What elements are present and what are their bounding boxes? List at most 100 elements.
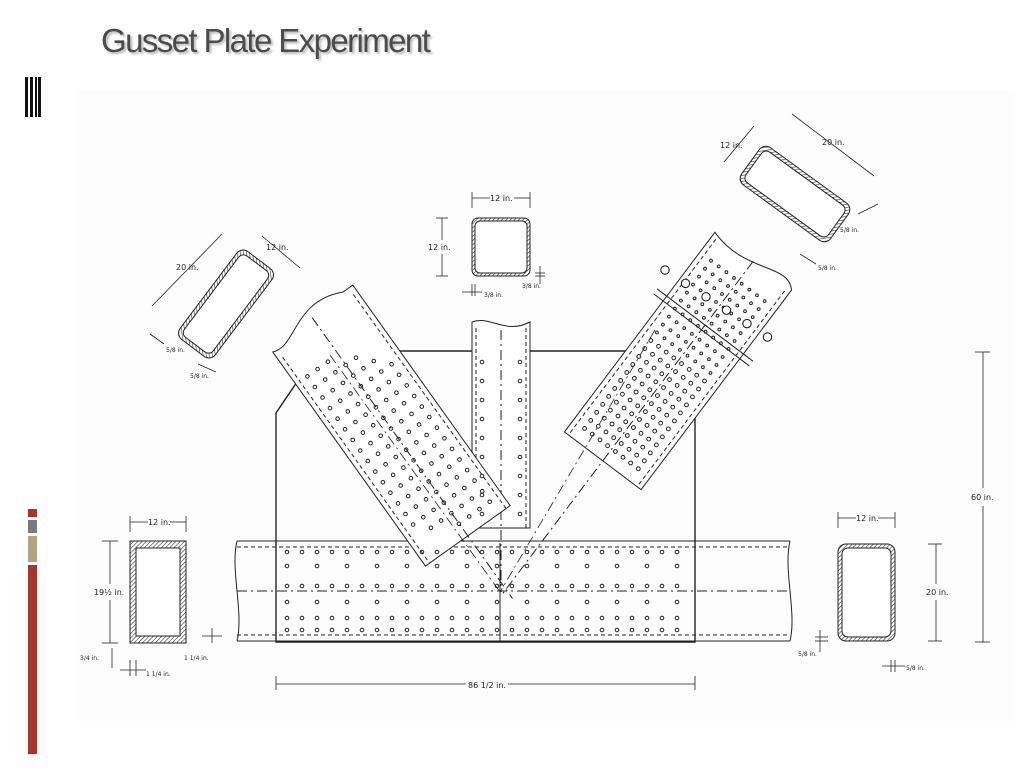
bolt-hole bbox=[674, 549, 680, 555]
bolt-hole bbox=[684, 340, 688, 344]
bolt-hole bbox=[603, 429, 609, 435]
bolt-hole bbox=[714, 300, 718, 304]
bolt-hole bbox=[645, 373, 651, 379]
bolt-hole bbox=[692, 296, 697, 301]
bolt-hole bbox=[621, 405, 627, 411]
splice-bolts bbox=[660, 265, 773, 342]
bolt-hole bbox=[353, 355, 359, 361]
bolt-hole bbox=[599, 627, 605, 633]
bolt-hole bbox=[662, 336, 667, 341]
bolt-hole bbox=[405, 493, 411, 499]
bolt-hole bbox=[699, 351, 704, 356]
bolt-hole bbox=[329, 583, 335, 589]
bolt-hole bbox=[479, 627, 485, 633]
top-center-wall-label: 3/8 in. bbox=[484, 292, 503, 299]
bolt-hole bbox=[697, 337, 702, 342]
bolt-hole bbox=[413, 504, 419, 509]
bolt-hole bbox=[454, 475, 460, 480]
bottom-right-wall-a-label: 5/8 in. bbox=[798, 651, 817, 658]
bolt-hole bbox=[747, 287, 752, 292]
bolt-hole bbox=[409, 411, 414, 417]
bolt-hole bbox=[517, 492, 523, 498]
bolt-hole bbox=[657, 357, 663, 363]
bottom-left-flange-c-label: 1 1/4 in. bbox=[184, 655, 209, 662]
bolt-hole bbox=[608, 407, 613, 413]
bolt-hole bbox=[632, 438, 638, 444]
bolt-hole bbox=[620, 454, 626, 460]
bolt-hole bbox=[670, 342, 675, 347]
bottom-right-width-label: 12 in. bbox=[856, 514, 879, 523]
bolt-hole bbox=[674, 320, 679, 325]
bolt-hole bbox=[690, 332, 694, 336]
bolt-hole bbox=[713, 349, 717, 354]
bolt-hole bbox=[419, 549, 425, 555]
bolt-hole bbox=[674, 627, 680, 633]
bolt-hole bbox=[314, 583, 320, 589]
bolt-hole bbox=[661, 385, 666, 391]
bolt-hole bbox=[388, 490, 393, 496]
bolt-hole bbox=[624, 433, 630, 438]
bolt-hole bbox=[665, 363, 671, 369]
bolt-hole bbox=[589, 431, 595, 437]
bolt-hole bbox=[449, 549, 455, 555]
bolt-hole bbox=[720, 355, 725, 359]
bolt-hole bbox=[680, 375, 686, 380]
bolt-hole bbox=[688, 380, 694, 386]
bolt-hole bbox=[439, 453, 445, 459]
section-top-right bbox=[739, 145, 851, 243]
bolt-hole bbox=[640, 444, 646, 450]
bolt-hole bbox=[644, 627, 650, 633]
bolt-hole bbox=[340, 380, 346, 386]
bolt-hole bbox=[299, 549, 305, 555]
bolt-hole bbox=[447, 464, 452, 470]
bolt-hole bbox=[597, 437, 603, 443]
bolt-hole bbox=[383, 397, 389, 403]
bolt-hole bbox=[727, 297, 732, 302]
bolt-hole bbox=[614, 563, 620, 569]
section-bottom-left bbox=[129, 540, 187, 644]
bolt-hole bbox=[584, 627, 590, 633]
bolt-hole bbox=[472, 478, 477, 483]
bolt-hole bbox=[365, 458, 371, 464]
bolt-hole bbox=[630, 362, 636, 367]
bolt-hole bbox=[731, 325, 735, 330]
bolt-hole bbox=[614, 583, 620, 589]
bolt-hole bbox=[701, 365, 705, 370]
bolt-hole bbox=[434, 489, 439, 495]
bolt-hole bbox=[644, 563, 650, 569]
bolt-hole bbox=[314, 563, 320, 569]
bolt-hole bbox=[344, 549, 350, 555]
bolt-hole bbox=[756, 307, 761, 312]
bolt-hole bbox=[344, 563, 350, 569]
left-centerline bbox=[329, 354, 501, 593]
bolt-hole bbox=[614, 599, 620, 605]
bolt-hole bbox=[517, 359, 523, 365]
bolt-hole bbox=[464, 627, 470, 633]
bolt-hole bbox=[517, 511, 523, 517]
bolt-hole bbox=[386, 379, 392, 385]
bolt-hole bbox=[410, 522, 416, 527]
bolt-hole bbox=[582, 426, 587, 431]
bolt-hole bbox=[696, 324, 700, 328]
bolt-hole bbox=[398, 483, 404, 488]
bolt-hole bbox=[464, 563, 470, 569]
bolt-hole bbox=[539, 583, 545, 589]
bolt-hole bbox=[584, 549, 590, 555]
bottom-left-width-label: 12 in. bbox=[148, 518, 171, 527]
bolt-hole bbox=[464, 467, 470, 473]
bolt-hole bbox=[648, 338, 654, 343]
bolt-hole bbox=[659, 549, 665, 555]
bolt-hole bbox=[735, 303, 740, 308]
bolt-hole bbox=[732, 339, 737, 343]
bolt-hole bbox=[434, 549, 440, 555]
section-top-center bbox=[471, 217, 531, 277]
bolt-hole bbox=[459, 503, 464, 509]
bolt-hole bbox=[390, 472, 396, 478]
bolt-hole bbox=[487, 499, 493, 505]
bolt-hole bbox=[368, 376, 374, 382]
bolt-hole bbox=[639, 381, 645, 387]
bolt-hole bbox=[678, 410, 683, 416]
bolt-hole bbox=[620, 391, 625, 397]
bolt-hole bbox=[373, 469, 378, 474]
bolt-hole bbox=[644, 549, 650, 555]
